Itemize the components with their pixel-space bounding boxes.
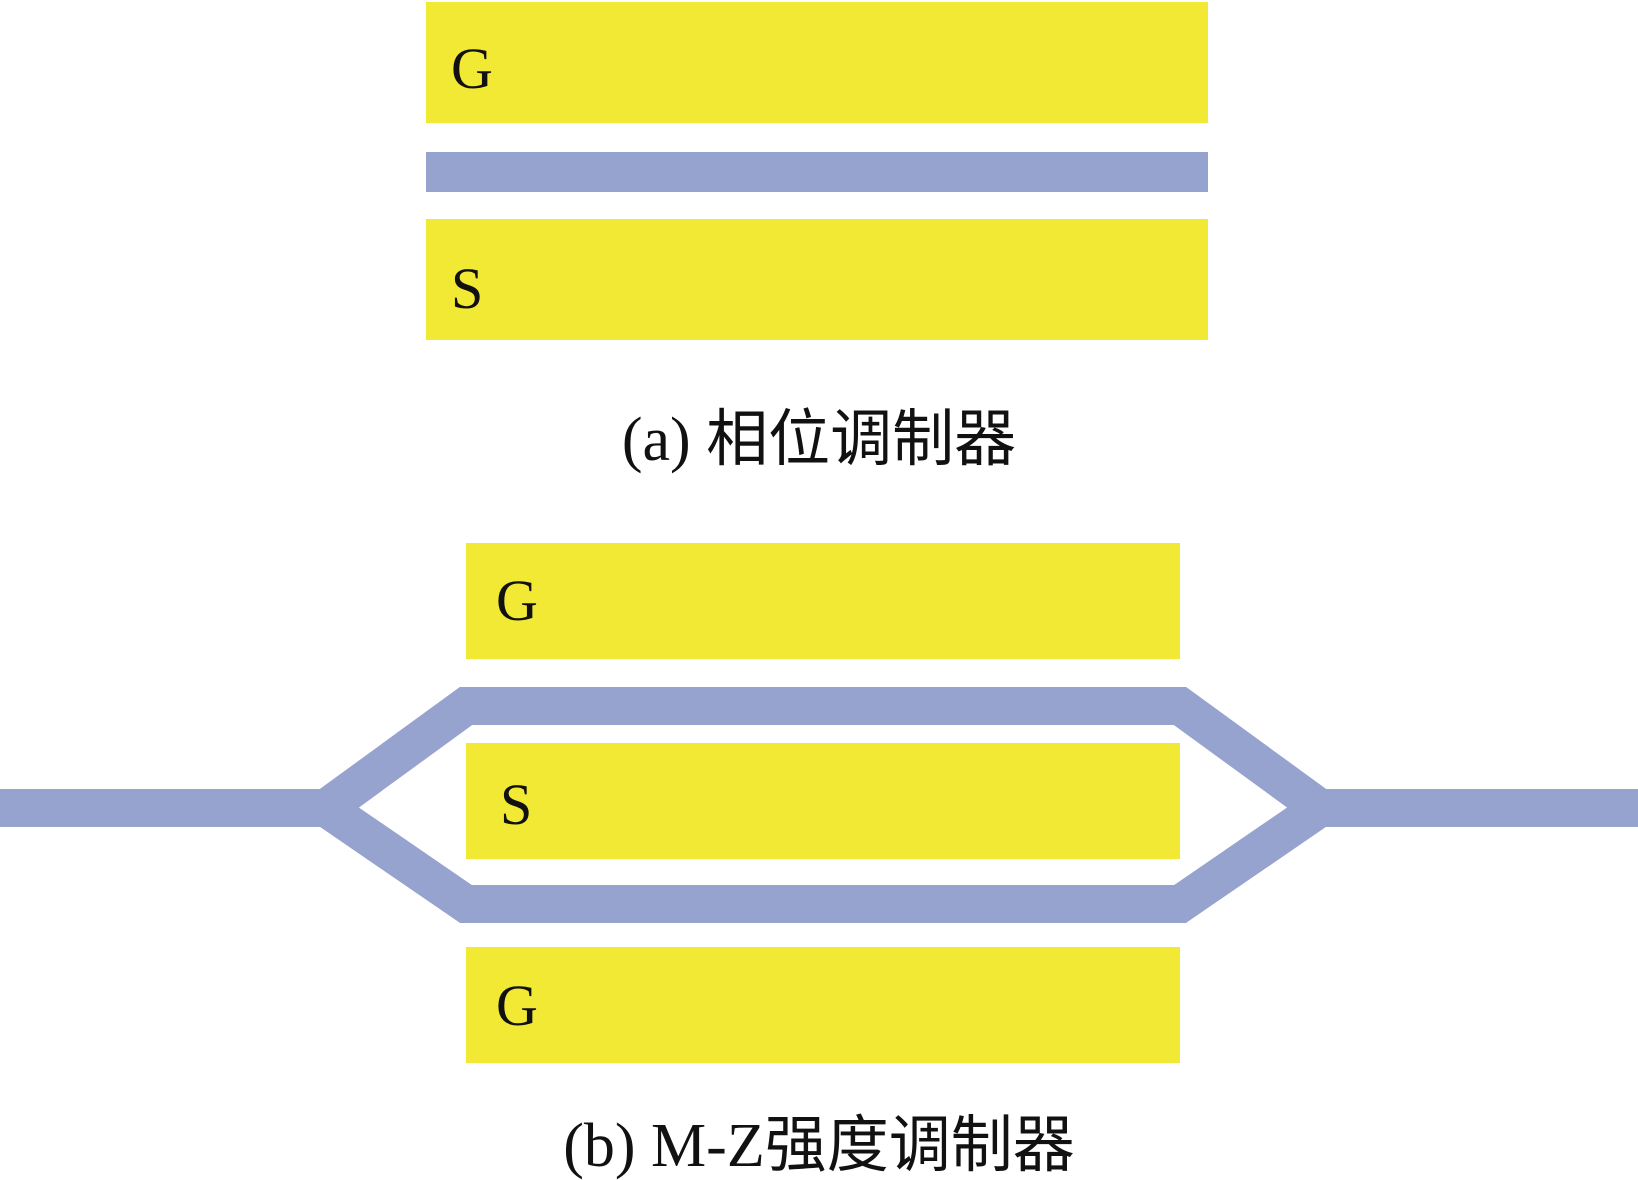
- phase-modulator-panel: G S (a) 相位调制器: [426, 2, 1208, 474]
- ground-electrode-top-label: G: [451, 36, 493, 101]
- ground-electrode-bottom: [466, 947, 1180, 1063]
- ground-electrode-top: [466, 543, 1180, 659]
- signal-electrode-label: S: [500, 772, 532, 837]
- signal-electrode: [426, 219, 1208, 340]
- phase-modulator-caption: (a) 相位调制器: [622, 406, 1016, 474]
- waveguide-lower-arm: [315, 792, 1331, 923]
- mz-modulator-caption: (b) M-Z强度调制器: [563, 1112, 1074, 1180]
- signal-electrode: [466, 743, 1180, 859]
- ground-electrode-top-label: G: [496, 568, 538, 633]
- mach-zehnder-waveguide: [0, 687, 1638, 923]
- ground-electrode-bottom-label: G: [496, 973, 538, 1038]
- ground-electrode-top: [426, 2, 1208, 123]
- waveguide-upper-arm: [0, 687, 1638, 827]
- mz-modulator-panel: G S G (b) M-Z强度调制器: [0, 543, 1638, 1180]
- straight-waveguide: [426, 152, 1208, 192]
- signal-electrode-label: S: [451, 256, 483, 321]
